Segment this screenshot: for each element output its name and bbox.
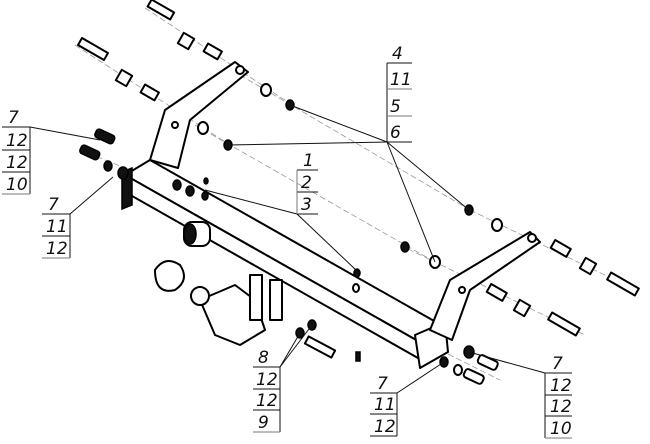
right-bracket (429, 231, 541, 341)
callout-number: 12 (6, 153, 28, 173)
callout-number: 6 (390, 123, 401, 143)
callout-number: 11 (390, 70, 412, 90)
callout-bottom-center: 8 12 12 9 (253, 348, 281, 433)
callout-left-lower: 7 11 12 (42, 195, 71, 259)
ball-mount (154, 260, 283, 346)
callout-number: 7 (8, 108, 19, 128)
callout-number: 10 (550, 419, 572, 439)
fasteners (77, 0, 640, 385)
callout-number: 11 (374, 395, 396, 415)
callout-number: 7 (552, 354, 563, 374)
callout-number: 9 (258, 413, 269, 433)
callout-number: 2 (301, 173, 312, 193)
callout-number: 4 (392, 44, 403, 64)
callout-number: 7 (48, 195, 59, 215)
left-bracket (149, 61, 249, 169)
callout-number: 7 (377, 374, 388, 394)
callout-number: 5 (390, 97, 401, 117)
socket (183, 221, 211, 247)
callout-number: 1 (303, 151, 314, 171)
callout-number: 12 (6, 131, 28, 151)
callout-number: 12 (550, 376, 572, 396)
callout-number: 12 (46, 239, 68, 259)
callout-number: 10 (6, 175, 28, 195)
callout-number: 12 (374, 417, 396, 437)
callout-bottom-middle: 7 11 12 (370, 374, 398, 437)
callout-number: 12 (256, 370, 278, 390)
callout-number: 12 (550, 397, 572, 417)
leader-lines (29, 104, 546, 394)
callout-number: 8 (258, 348, 269, 368)
callout-left-upper: 7 12 12 10 (2, 108, 31, 195)
callout-number: 12 (256, 391, 278, 411)
callout-number: 11 (46, 217, 68, 237)
callout-top-right: 4 11 5 6 (386, 44, 412, 143)
callout-center: 1 2 3 (296, 151, 318, 215)
callout-number: 3 (301, 195, 312, 215)
callout-bottom-right: 7 12 12 10 (544, 354, 572, 439)
